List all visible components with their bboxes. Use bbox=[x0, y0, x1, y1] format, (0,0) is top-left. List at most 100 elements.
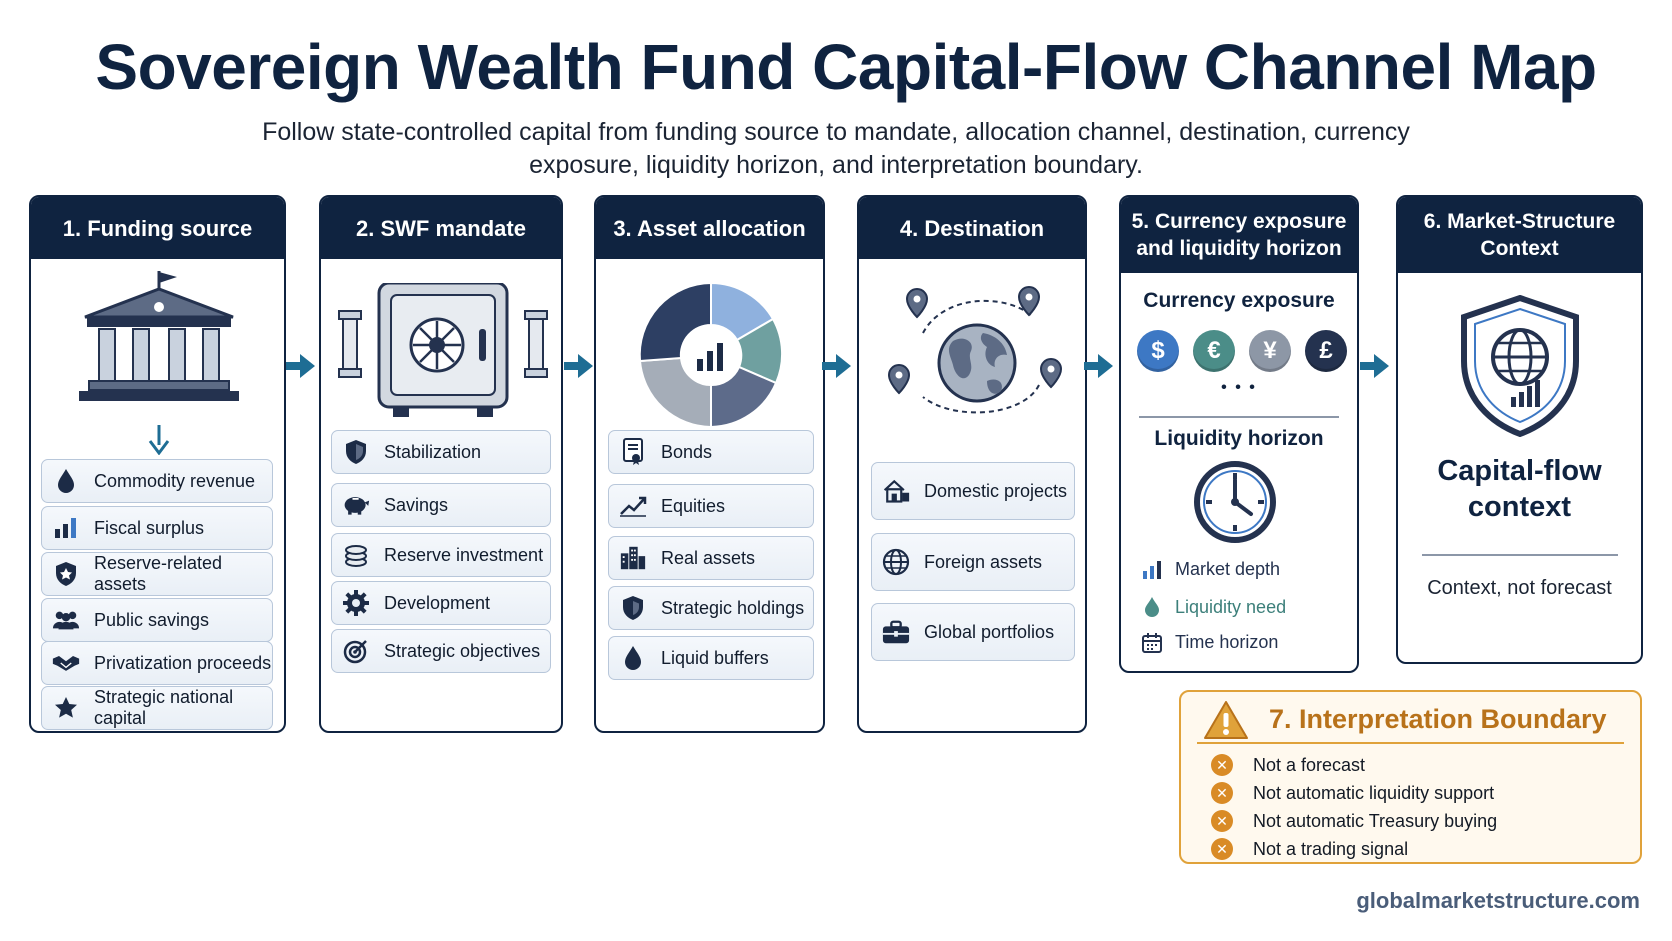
house-icon bbox=[882, 477, 910, 505]
mandate-item-label: Development bbox=[384, 592, 491, 613]
context-note: Context, not forecast bbox=[1427, 577, 1612, 599]
funding-item-fiscal-surplus[interactable]: Fiscal surplus bbox=[41, 506, 273, 550]
coin-stack-icon bbox=[342, 541, 370, 569]
mandate-item-savings[interactable]: Savings bbox=[331, 483, 551, 527]
allocation-item-label: Strategic holdings bbox=[661, 597, 805, 618]
page-subtitle: Follow state-controlled capital from fun… bbox=[262, 118, 1410, 179]
flow-arrow-icon bbox=[1360, 354, 1389, 378]
liquidity-item-liquidity-need[interactable]: Liquidity need bbox=[1141, 596, 1286, 618]
boundary-item: ✕ Not automatic Treasury buying bbox=[1211, 810, 1497, 832]
interpretation-boundary-panel: 7. Interpretation Boundary ✕ Not a forec… bbox=[1179, 690, 1642, 864]
funding-source-header: 1. Funding source bbox=[31, 197, 284, 259]
liquidity-horizon-heading: Liquidity horizon bbox=[1154, 427, 1324, 450]
pound-icon: £ bbox=[1305, 330, 1347, 372]
boundary-item: ✕ Not a trading signal bbox=[1211, 838, 1408, 860]
context-headline: Capital-flow context bbox=[1398, 453, 1641, 525]
clock-icon bbox=[1194, 461, 1276, 543]
mandate-item-label: Savings bbox=[384, 494, 449, 515]
piggy-bank-icon bbox=[342, 491, 370, 519]
boundary-item-label: Not a trading signal bbox=[1253, 838, 1409, 859]
asset-allocation-column: 3. Asset allocation Bonds Equities Real … bbox=[594, 195, 825, 733]
funding-item-label: Public savings bbox=[94, 609, 210, 630]
funding-item-strategic-national-capital[interactable]: Strategic national capital bbox=[41, 686, 273, 730]
liquidity-item-label: Time horizon bbox=[1175, 632, 1279, 652]
dollar-icon: $ bbox=[1137, 330, 1179, 372]
destination-item-foreign-assets[interactable]: Foreign assets bbox=[871, 533, 1075, 591]
boundary-title: 7. Interpretation Boundary bbox=[1269, 704, 1607, 734]
allocation-item-label: Bonds bbox=[661, 441, 713, 462]
liquidity-item-time-horizon[interactable]: Time horizon bbox=[1141, 632, 1278, 653]
liquidity-item-market-depth[interactable]: Market depth bbox=[1141, 559, 1280, 580]
water-drop-icon bbox=[1141, 596, 1163, 618]
flow-arrow-icon bbox=[564, 354, 593, 378]
section-divider bbox=[1139, 416, 1339, 418]
context-headline-line: context bbox=[1467, 491, 1572, 523]
globe-icon bbox=[882, 548, 910, 576]
yen-icon: ¥ bbox=[1249, 330, 1291, 372]
funding-item-label: Commodity revenue bbox=[94, 470, 256, 491]
currency-liquidity-column: 5. Currency exposure and liquidity horiz… bbox=[1119, 195, 1359, 673]
currency-symbol-row: $ € ¥ £ bbox=[1137, 330, 1347, 372]
section-divider bbox=[1422, 554, 1618, 556]
boundary-item: ✕ Not automatic liquidity support bbox=[1211, 782, 1494, 804]
header-line: and liquidity horizon bbox=[1136, 237, 1342, 260]
shield-globe-icon bbox=[1461, 295, 1579, 437]
allocation-item-label: Equities bbox=[661, 495, 726, 516]
allocation-item-label: Liquid buffers bbox=[661, 647, 769, 668]
funding-item-label: Strategic national capital bbox=[94, 687, 234, 728]
mandate-item-development[interactable]: Development bbox=[331, 581, 551, 625]
liquidity-item-label: Market depth bbox=[1175, 559, 1281, 579]
calendar-icon bbox=[1141, 632, 1163, 653]
destination-item-global-portfolios[interactable]: Global portfolios bbox=[871, 603, 1075, 661]
destination-item-label: Domestic projects bbox=[924, 480, 1068, 501]
allocation-item-bonds[interactable]: Bonds bbox=[608, 430, 814, 474]
destination-column: 4. Destination Domestic projects Foreign… bbox=[857, 195, 1087, 733]
flow-arrow-icon bbox=[822, 354, 851, 378]
funding-item-label: Privatization proceeds bbox=[94, 652, 272, 673]
globe-with-locations-icon bbox=[887, 286, 1063, 414]
mandate-item-strategic-objectives[interactable]: Strategic objectives bbox=[331, 629, 551, 673]
more-currencies-indicator: • • • bbox=[1221, 379, 1257, 396]
x-circle-icon: ✕ bbox=[1211, 754, 1233, 776]
x-circle-icon: ✕ bbox=[1211, 810, 1233, 832]
warning-icon bbox=[1204, 701, 1248, 739]
government-building-icon bbox=[79, 271, 239, 401]
boundary-item-label: Not automatic liquidity support bbox=[1253, 782, 1495, 803]
mandate-item-stabilization[interactable]: Stabilization bbox=[331, 430, 551, 474]
bar-chart-icon bbox=[1141, 560, 1163, 579]
euro-icon: € bbox=[1193, 330, 1235, 372]
target-icon bbox=[342, 637, 370, 665]
briefcase-icon bbox=[882, 618, 910, 646]
page-title: Sovereign Wealth Fund Capital-Flow Chann… bbox=[95, 31, 1597, 103]
allocation-item-real-assets[interactable]: Real assets bbox=[608, 536, 814, 580]
trend-line-icon bbox=[619, 492, 647, 520]
down-arrow-icon bbox=[148, 425, 170, 455]
funding-item-public-savings[interactable]: Public savings bbox=[41, 598, 273, 642]
header-line: Context bbox=[1480, 237, 1559, 260]
funding-item-label: Fiscal surplus bbox=[94, 517, 205, 538]
liquidity-item-label: Liquidity need bbox=[1175, 596, 1287, 617]
allocation-item-liquid-buffers[interactable]: Liquid buffers bbox=[608, 636, 814, 680]
source-url[interactable]: globalmarketstructure.com bbox=[1356, 888, 1640, 913]
currency-exposure-heading: Currency exposure bbox=[1143, 289, 1335, 312]
mandate-item-label: Reserve investment bbox=[384, 544, 544, 565]
funding-item-privatization-proceeds[interactable]: Privatization proceeds bbox=[41, 641, 273, 685]
currency-liquidity-header: 5. Currency exposure and liquidity horiz… bbox=[1121, 197, 1357, 273]
allocation-item-strategic-holdings[interactable]: Strategic holdings bbox=[608, 586, 814, 630]
header-line: 5. Currency exposure bbox=[1131, 210, 1347, 233]
handshake-icon bbox=[52, 649, 80, 677]
oil-drop-icon bbox=[52, 467, 80, 495]
destination-header: 4. Destination bbox=[859, 197, 1085, 259]
x-circle-icon: ✕ bbox=[1211, 838, 1233, 860]
mandate-item-label: Strategic objectives bbox=[384, 640, 541, 661]
x-circle-icon: ✕ bbox=[1211, 782, 1233, 804]
funding-item-label: Reserve-related assets bbox=[94, 553, 223, 594]
swf-mandate-column: 2. SWF mandate Stabilization Savings Res… bbox=[319, 195, 563, 733]
mandate-item-reserve-investment[interactable]: Reserve investment bbox=[331, 533, 551, 577]
allocation-item-equities[interactable]: Equities bbox=[608, 484, 814, 528]
funding-item-reserve-related-assets[interactable]: Reserve-related assets bbox=[41, 552, 273, 596]
destination-item-domestic-projects[interactable]: Domestic projects bbox=[871, 462, 1075, 520]
destination-item-label: Foreign assets bbox=[924, 551, 1043, 572]
funding-item-commodity-revenue[interactable]: Commodity revenue bbox=[41, 459, 273, 503]
star-icon bbox=[52, 694, 80, 722]
